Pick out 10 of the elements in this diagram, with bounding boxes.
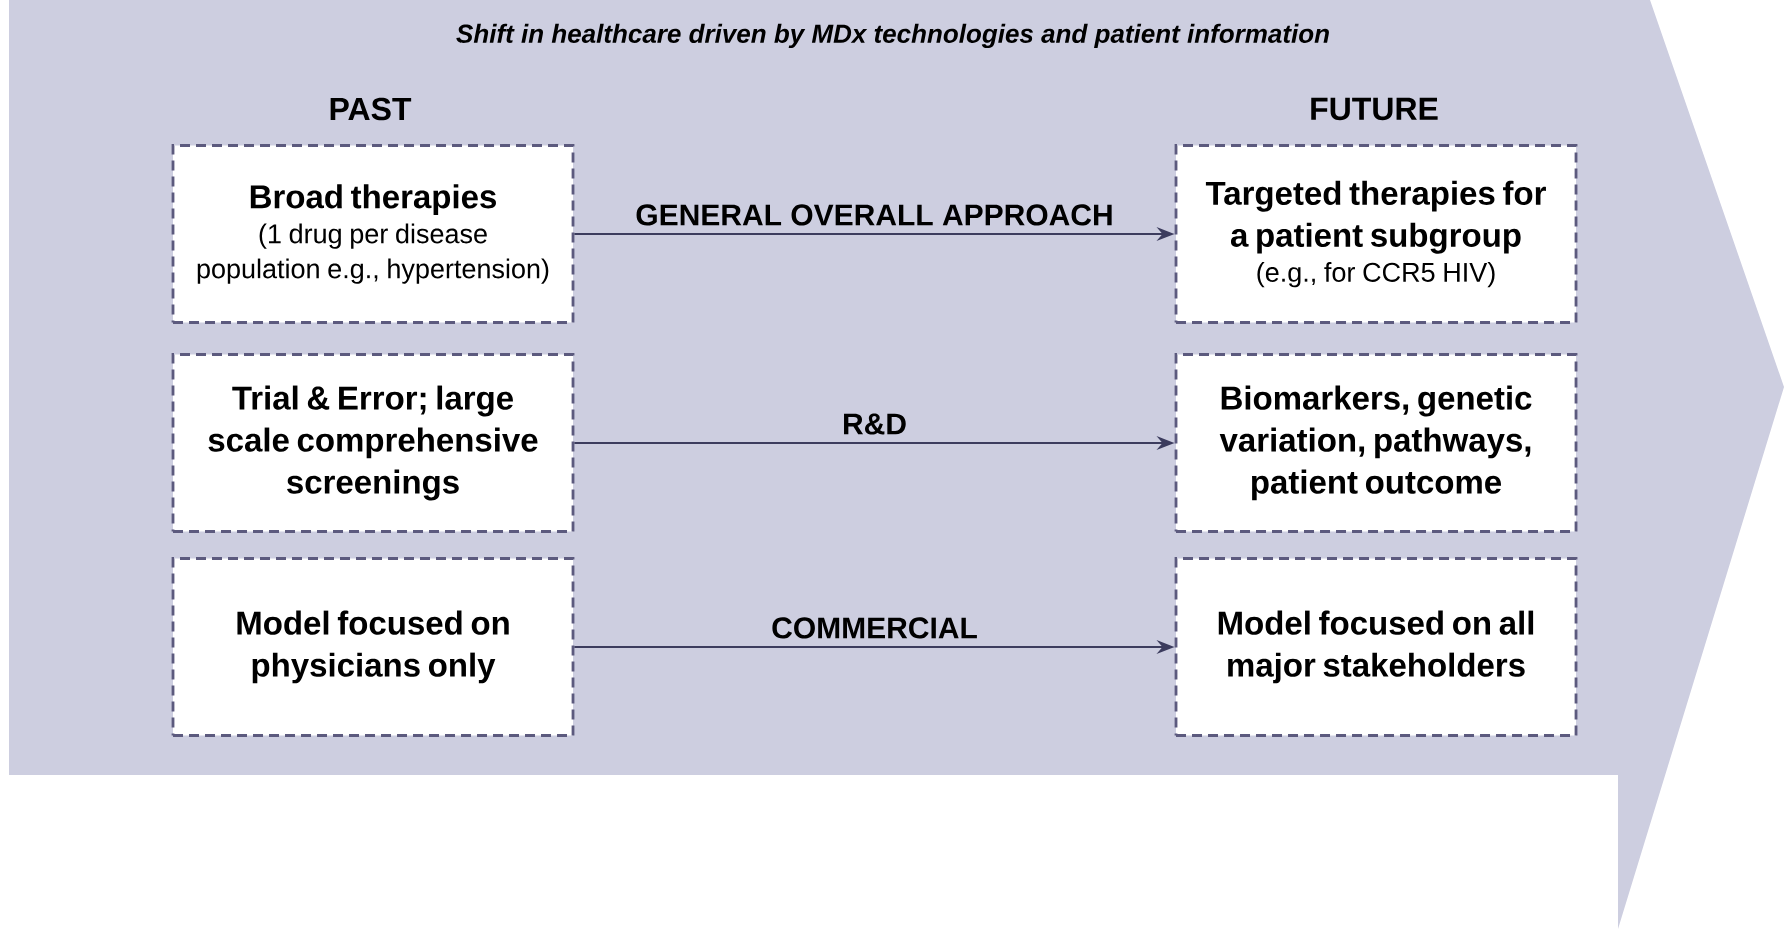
title: Shift in healthcare driven by MDx technologies and patient information <box>456 23 1329 49</box>
dashed-box: Trial & Error; large scale comprehensive screenings <box>171 353 575 533</box>
dashed-box: Biomarkers, genetic variation, pathways, patient outcome <box>1174 353 1578 533</box>
edge-label: COMMERCIAL <box>769 615 980 641</box>
edge-label: R&D <box>840 411 909 437</box>
dashed-box: Model focused on all major stakeholders <box>1174 557 1578 737</box>
edge-label: GENERAL OVERALL APPROACH <box>633 202 1116 228</box>
dashed-box: Targeted therapies for a patient subgroup (e.g., for CCR5 HIV) <box>1174 144 1578 324</box>
dashed-box: Model focused on physicians only <box>171 557 575 737</box>
dashed-box: Broad therapies (1 drug per disease population e.g., hypertension) <box>171 144 575 324</box>
